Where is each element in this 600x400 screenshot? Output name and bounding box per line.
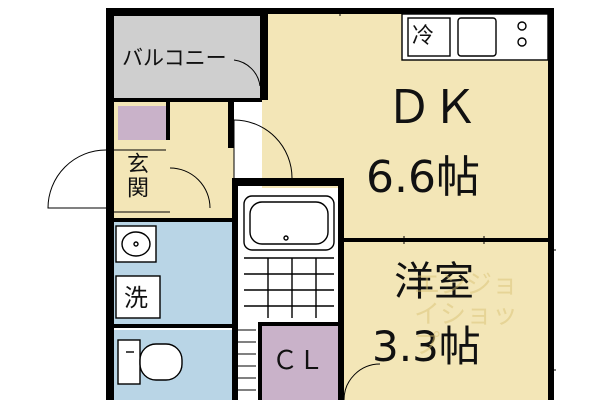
dk-name-label: ＤＫ bbox=[386, 80, 478, 134]
storage-block bbox=[118, 106, 166, 140]
western-room-floor bbox=[344, 242, 550, 400]
fridge-label: 冷 bbox=[412, 24, 435, 49]
washroom-label: 洗 bbox=[124, 284, 148, 312]
kitchen-counter bbox=[401, 13, 549, 61]
bathtub bbox=[243, 195, 335, 318]
balcony-label: バルコニー bbox=[122, 46, 227, 70]
door-swings bbox=[47, 59, 381, 400]
toilet bbox=[117, 339, 183, 385]
dk-size-label: 6.6帖 bbox=[366, 152, 480, 203]
walls bbox=[106, 8, 554, 400]
watermark: エンジョイショップ bbox=[414, 270, 519, 360]
washing-machine-space bbox=[115, 275, 161, 319]
closet-label: ＣＬ bbox=[272, 346, 325, 376]
window-marks bbox=[339, 8, 556, 371]
washbasin bbox=[115, 225, 157, 263]
entrance-label: 玄関 bbox=[123, 152, 148, 200]
wall-hatch bbox=[234, 329, 256, 391]
balcony-floor bbox=[112, 14, 262, 100]
western-room-size-label: 3.3帖 bbox=[372, 322, 481, 371]
closet-floor bbox=[262, 326, 342, 400]
western-room-name-label: 洋室 bbox=[394, 259, 474, 305]
